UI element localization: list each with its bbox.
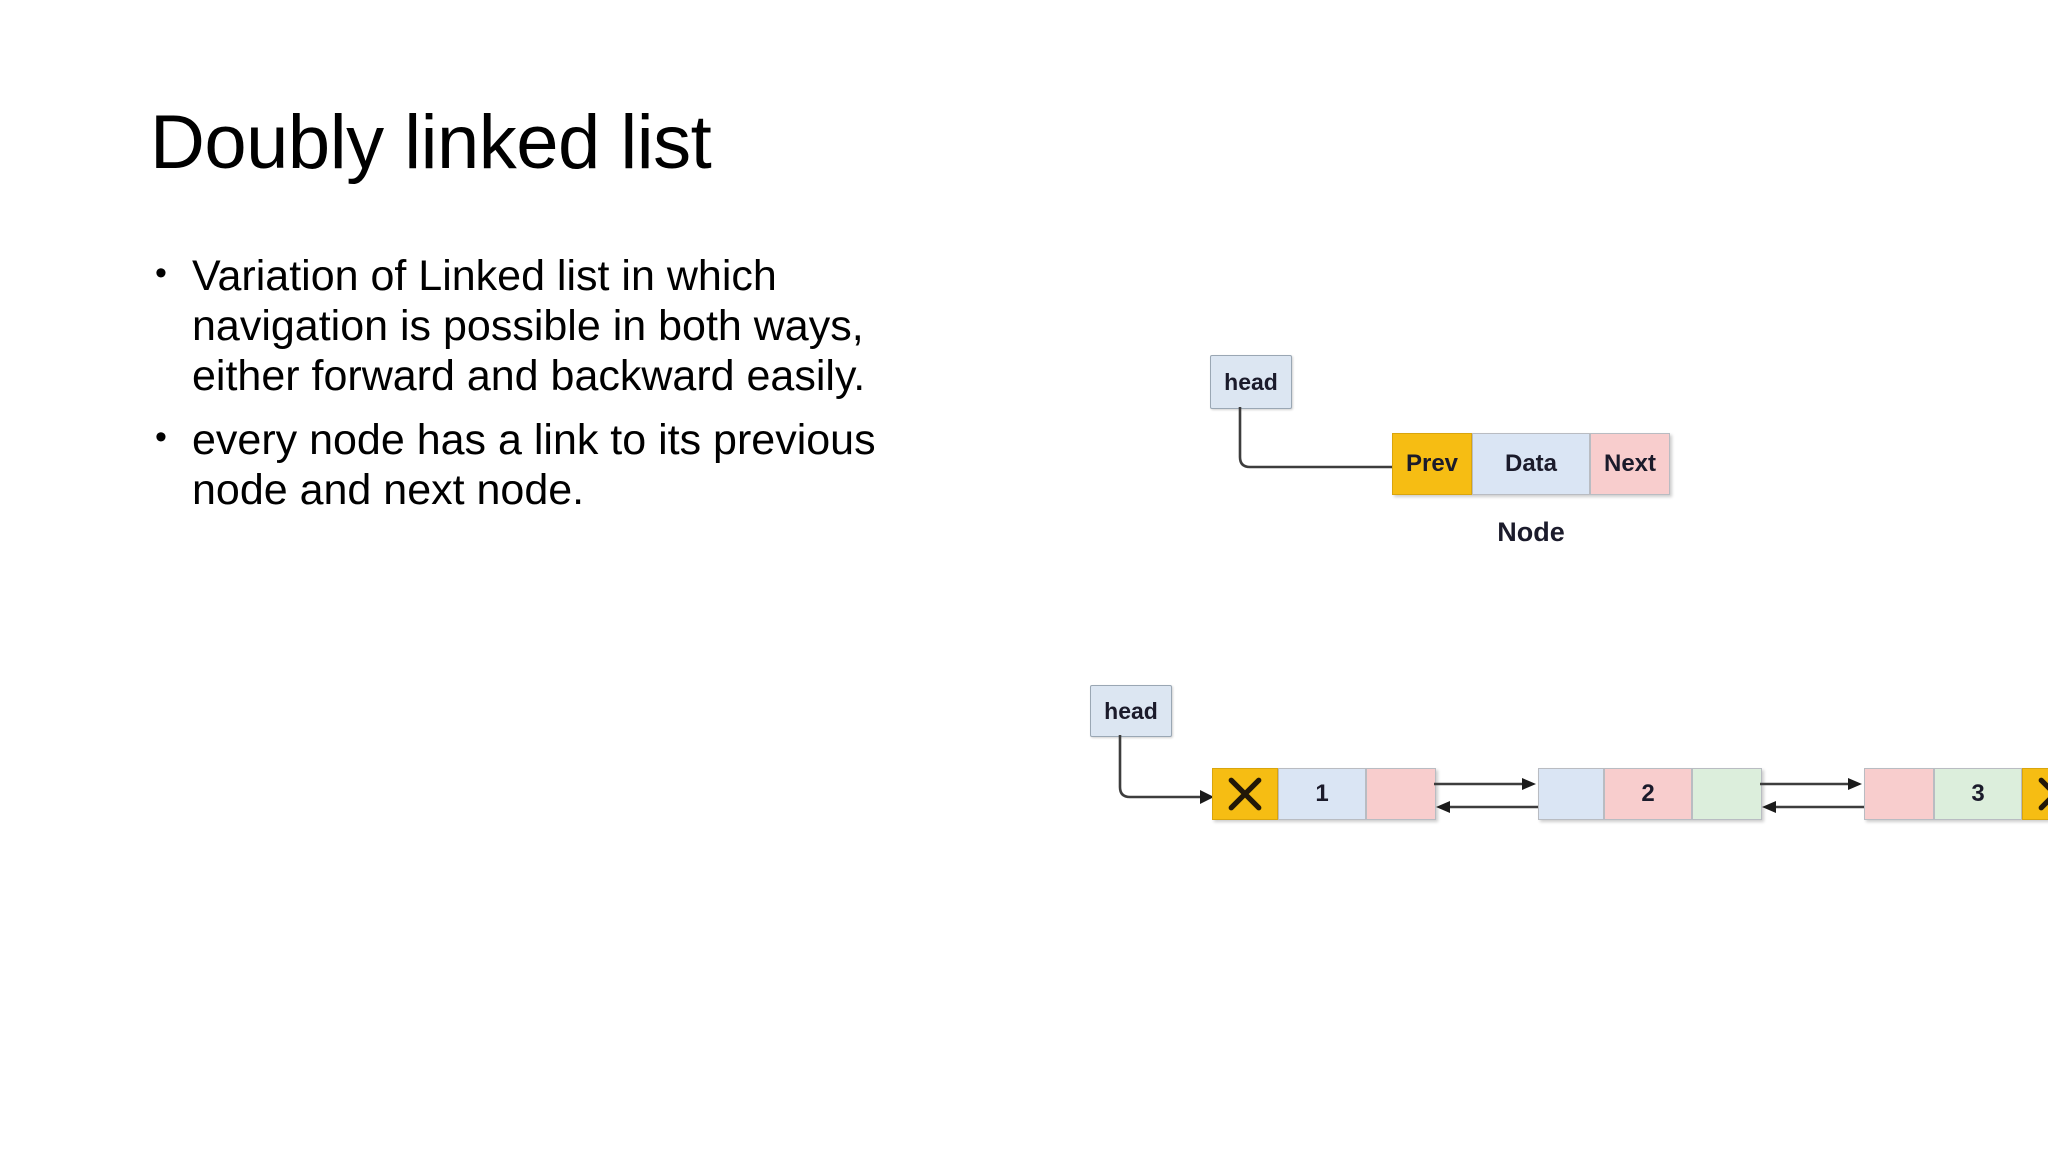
list-node-2-prev [1538, 768, 1604, 820]
list-node-1-next [1366, 768, 1436, 820]
bullet-list: Variation of Linked list in which naviga… [150, 251, 960, 529]
head-label: head [1104, 697, 1158, 724]
head-box-list-diagram: head [1090, 685, 1172, 737]
list-node-2-data-label: 2 [1641, 780, 1655, 807]
list-node-3-data-label: 3 [1971, 780, 1985, 807]
list-node-2-data: 2 [1604, 768, 1692, 820]
page-title: Doubly linked list [150, 100, 712, 185]
doubly-linked-list-diagram: head 1 2 [1090, 685, 2048, 855]
head-label: head [1224, 368, 1278, 395]
node-cells-row: Prev Data Next [1392, 433, 1670, 495]
list-node-1-data: 1 [1278, 768, 1366, 820]
head-connector-list-diagram [1118, 735, 1214, 804]
node-cell-data-label: Data [1504, 450, 1558, 477]
list-node-2: 2 [1538, 768, 1762, 820]
x-null-icon [1228, 777, 1262, 811]
node-cell-next: Next [1590, 433, 1670, 495]
node-cell-data: Data [1472, 433, 1590, 495]
node-cell-next-label: Next [1603, 450, 1657, 477]
node-cell-prev-label: Prev [1405, 450, 1459, 477]
list-node-1-data-label: 1 [1315, 780, 1329, 807]
list-node-2-next [1692, 768, 1762, 820]
node-cell-prev: Prev [1392, 433, 1472, 495]
bullet-item-2: every node has a link to its previous no… [150, 415, 960, 516]
list-node-3: 3 [1864, 768, 2048, 820]
list-node-3-next-null [2022, 768, 2048, 820]
x-null-icon [2038, 777, 2048, 811]
head-box-node-diagram: head [1210, 355, 1292, 409]
bullet-item-1: Variation of Linked list in which naviga… [150, 251, 960, 402]
link-arrows-1-2 [1434, 778, 1538, 813]
node-structure-diagram: head Prev Data Next Node [1210, 355, 1770, 615]
list-node-3-prev [1864, 768, 1934, 820]
link-arrows-2-3 [1760, 778, 1864, 813]
list-node-1: 1 [1212, 768, 1436, 820]
node-diagram-caption: Node [1497, 517, 1565, 547]
list-node-1-prev-null [1212, 768, 1278, 820]
list-node-3-data: 3 [1934, 768, 2022, 820]
